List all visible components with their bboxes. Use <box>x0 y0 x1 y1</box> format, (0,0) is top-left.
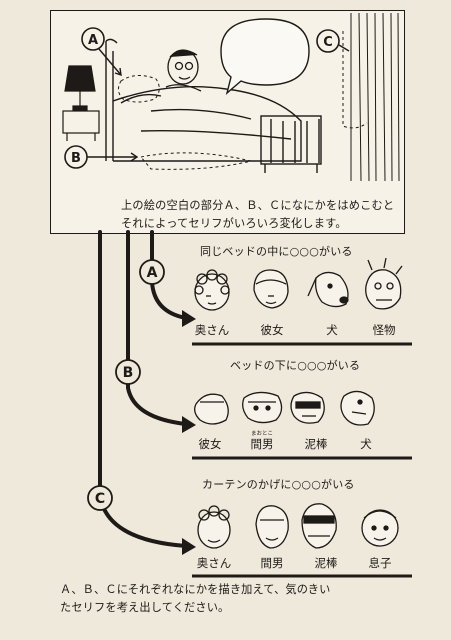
svg-text:C: C <box>95 491 105 507</box>
svg-text:C: C <box>323 35 333 50</box>
girlfriend-under-bed-icon <box>194 393 229 425</box>
scene-caption: 上の絵の空白の部分Ａ、Ｂ、Ｃになにかをはめこむと それによってセリフがいろいろ変… <box>121 197 441 233</box>
wife-behind-curtain-icon <box>197 505 231 549</box>
scene-panel: A B C 上の絵の空白の部分Ａ、Ｂ、Ｃになにかをはめこむと それによってセリフ… <box>50 10 405 234</box>
marker-c: C <box>87 485 113 511</box>
arrow-b-line <box>126 230 188 426</box>
bed <box>105 38 322 173</box>
svg-text:A: A <box>88 33 98 48</box>
option-label: 泥棒 <box>314 556 338 570</box>
monster-face-icon <box>365 257 403 310</box>
marker-c-in-scene: C <box>316 29 350 53</box>
section-b-heading: ベッドの下に○○○がいる <box>230 359 361 372</box>
option-label: 犬 <box>326 323 338 337</box>
option-label: 泥棒 <box>304 437 328 451</box>
marker-b: B <box>115 359 141 385</box>
dog-under-bed-icon <box>340 390 375 426</box>
option-label: 彼女 <box>260 323 284 337</box>
footer-line: Ａ、Ｂ、Ｃにそれぞれなにかを描き加えて、気のきい <box>60 583 331 596</box>
option-label: 奥さん <box>194 323 230 337</box>
svg-text:B: B <box>123 365 134 381</box>
lover-behind-curtain-icon <box>255 505 289 549</box>
bedroom-scene-illustration: A B C <box>62 12 400 182</box>
option-label: 間男 <box>250 437 274 451</box>
man-character <box>165 49 202 92</box>
wife-face-icon <box>194 269 230 311</box>
speech-bubble <box>220 18 310 95</box>
reading-ruby: まおとこ <box>250 431 273 437</box>
arrow-c-head <box>182 538 196 555</box>
son-behind-curtain-icon <box>361 509 399 547</box>
girlfriend-face-icon <box>253 269 289 309</box>
option-label: 彼女 <box>198 437 222 451</box>
option-label: 間男 <box>260 556 284 570</box>
section-a-heading: 同じベッドの中に○○○がいる <box>200 245 353 258</box>
marker-b-in-scene: B <box>64 145 139 169</box>
marker-a-in-scene: A <box>81 27 122 77</box>
curtain <box>350 12 400 182</box>
svg-text:B: B <box>71 151 81 166</box>
marker-a: A <box>139 259 165 285</box>
option-label: 犬 <box>360 437 372 451</box>
instruction-footer: Ａ、Ｂ、Ｃにそれぞれなにかを描き加えて、気のきい たセリフを考え出してください。 <box>60 581 420 617</box>
option-label: 奥さん <box>196 556 232 570</box>
footer-line: たセリフを考え出してください。 <box>60 601 230 614</box>
lamp-icon <box>62 65 100 141</box>
arrow-b-head <box>182 416 196 433</box>
caption-line: 上の絵の空白の部分Ａ、Ｂ、Ｃになにかをはめこむと <box>121 199 395 212</box>
thief-behind-curtain-icon <box>301 503 337 549</box>
lover-under-bed-icon <box>242 391 283 424</box>
caption-line: それによってセリフがいろいろ変化します。 <box>121 217 347 230</box>
thief-under-bed-icon <box>290 391 325 424</box>
option-label: 怪物 <box>372 323 396 337</box>
arrow-a-head <box>182 310 196 327</box>
blank-area-b <box>140 152 252 170</box>
blank-area-a <box>117 75 160 103</box>
dog-face-icon <box>307 271 349 308</box>
option-label: 息子 <box>368 556 392 570</box>
svg-text:A: A <box>147 265 158 281</box>
section-c-heading: カーテンのかげに○○○がいる <box>202 478 355 491</box>
